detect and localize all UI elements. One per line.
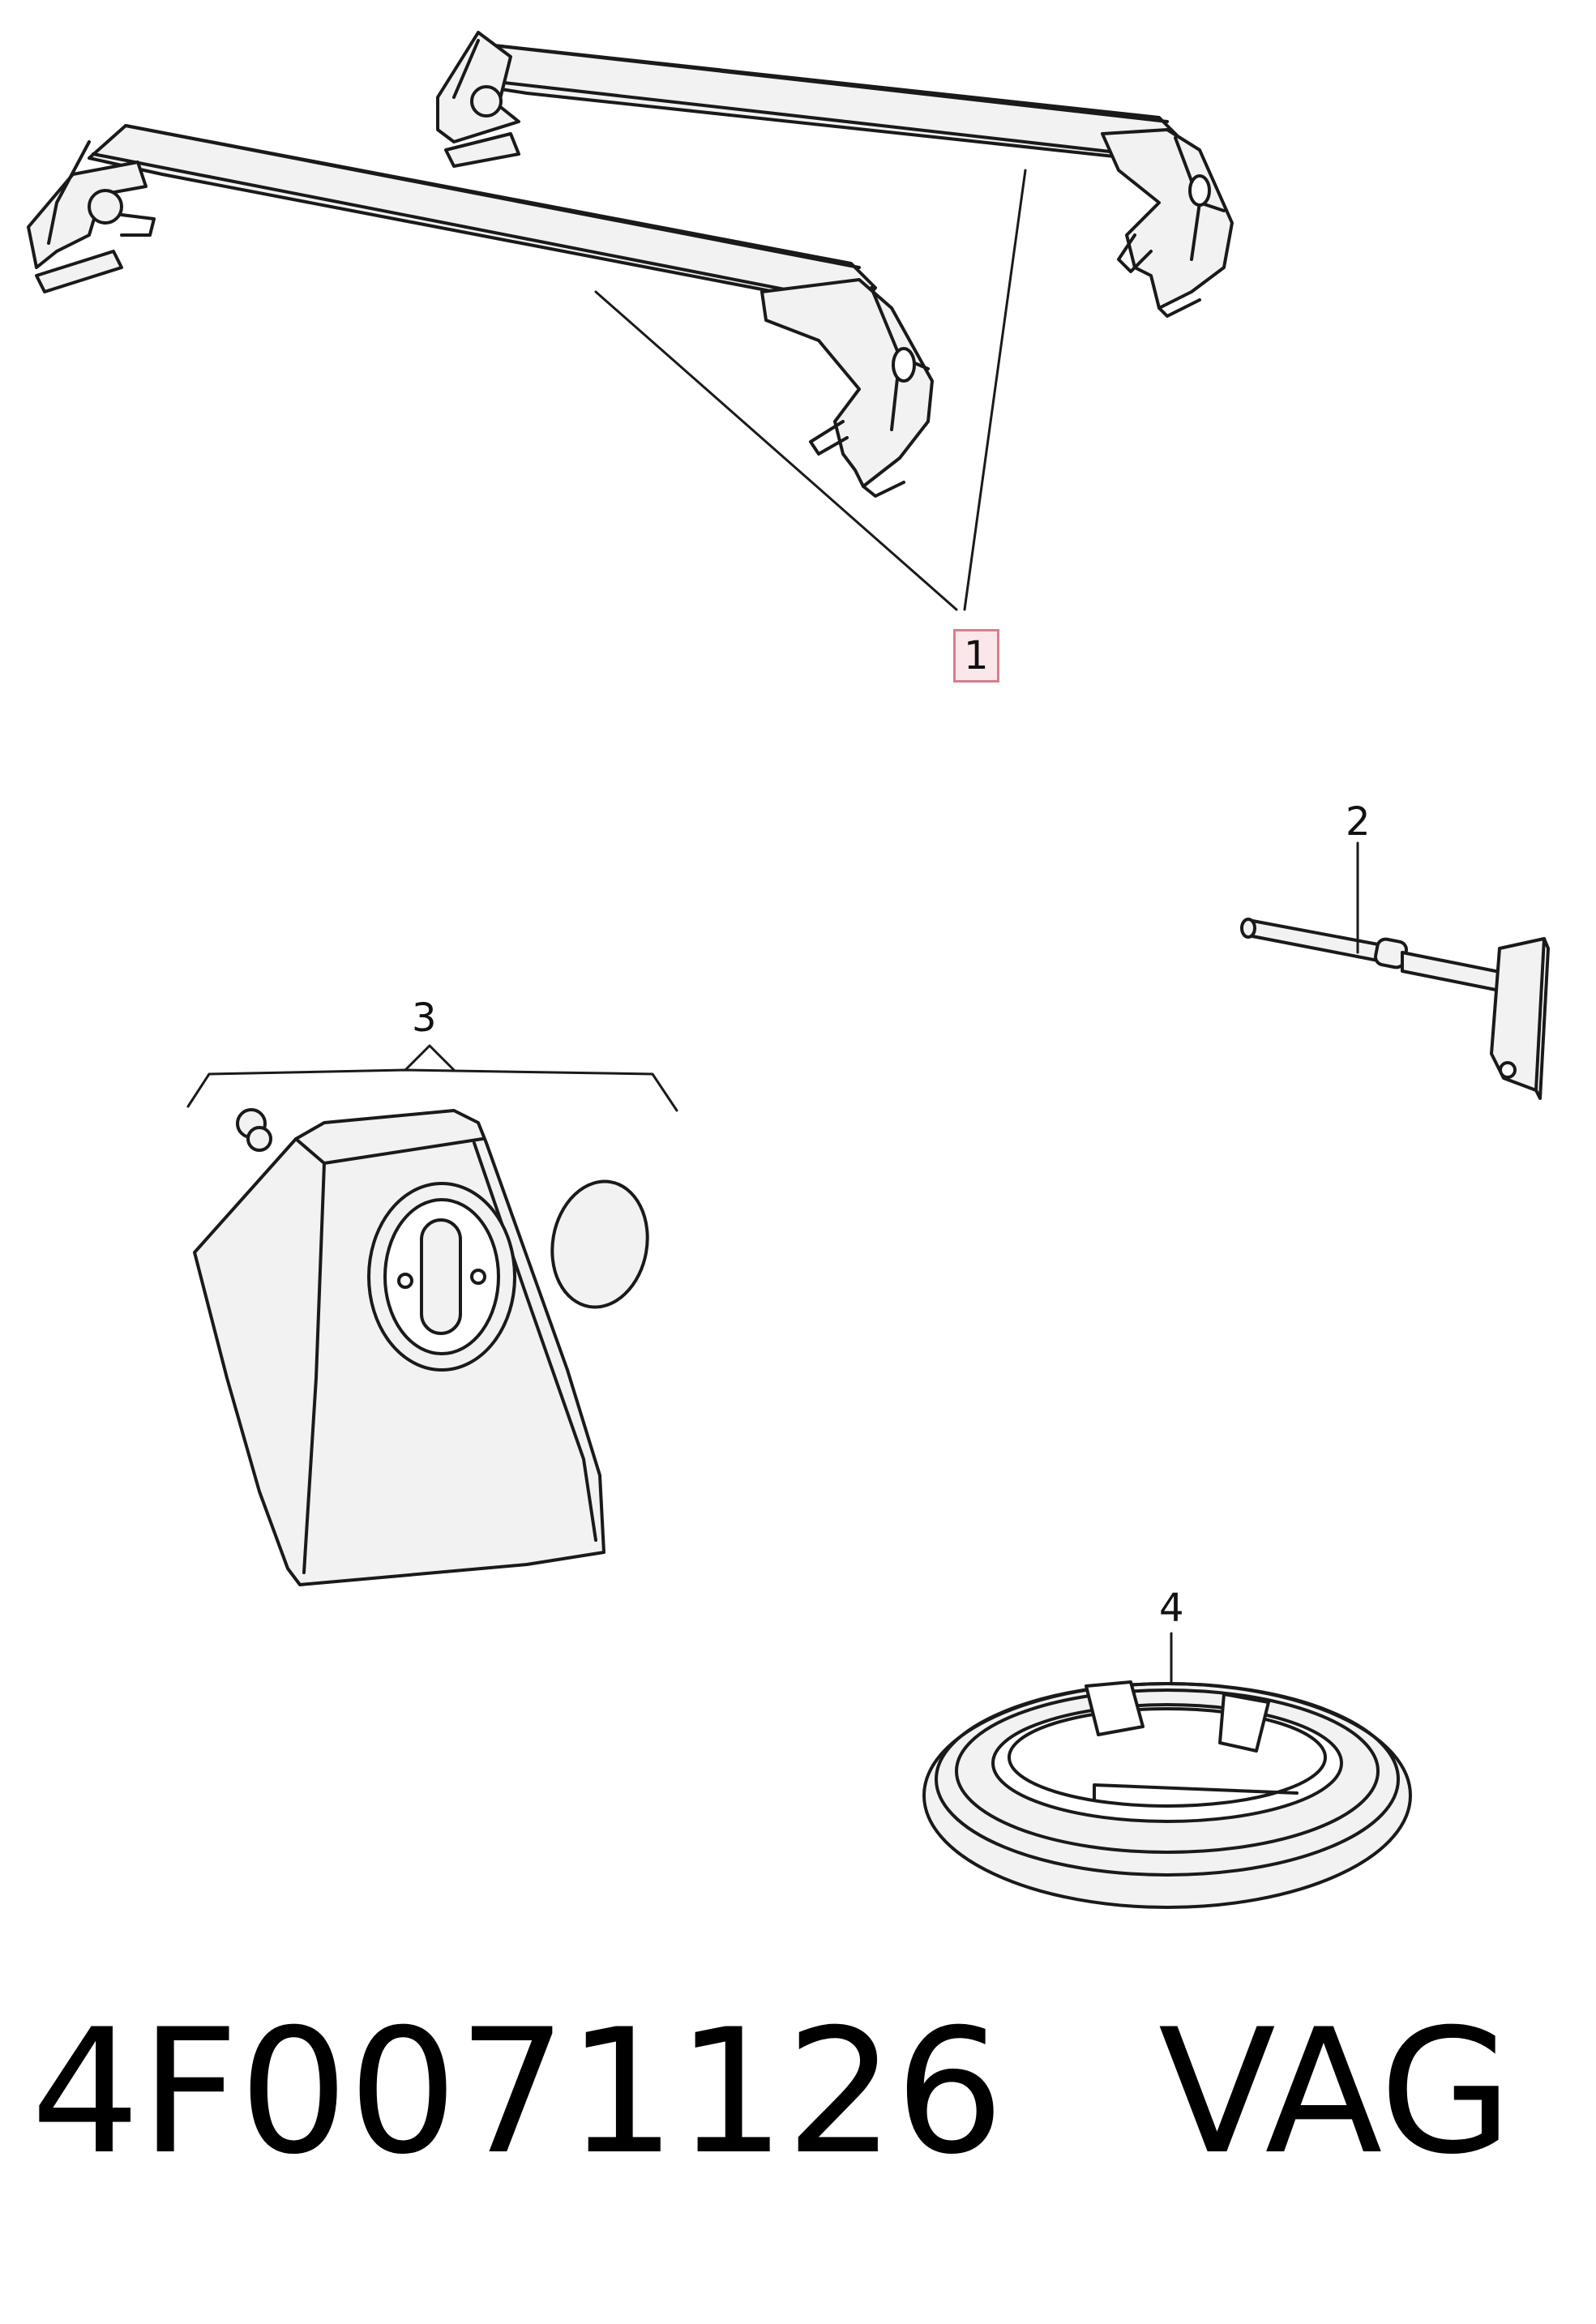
callout-2[interactable]: 2	[1346, 799, 1371, 845]
roof-bar-rear	[436, 31, 1234, 318]
part-number: 4F0071126	[31, 1992, 1004, 2192]
seal-ring	[922, 1632, 1412, 1909]
callout-3[interactable]: 3	[412, 995, 437, 1041]
end-cap-set	[186, 1044, 678, 1586]
roof-bar-front	[27, 124, 934, 498]
bolt	[1240, 841, 1550, 1100]
brand-name: VAG	[1158, 1992, 1513, 2192]
callout-4[interactable]: 4	[1159, 1586, 1184, 1631]
callout-1[interactable]: 1	[953, 629, 999, 683]
